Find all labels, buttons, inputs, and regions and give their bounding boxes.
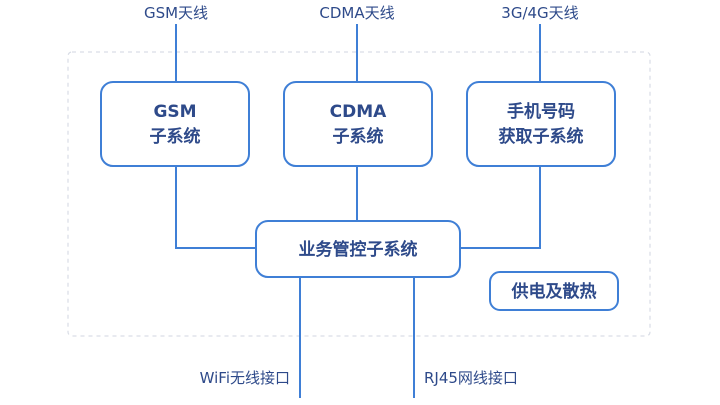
- phone-subsystem-label-line1: 手机号码: [507, 101, 575, 122]
- business-control-subsystem-box: 业务管控子系统: [255, 220, 461, 278]
- phone-to-control-connector: [460, 166, 541, 249]
- gsm-subsystem-box: GSM 子系统: [100, 81, 250, 167]
- power-cooling-label: 供电及散热: [511, 281, 597, 302]
- cdma-subsystem-box: CDMA 子系统: [283, 81, 433, 167]
- wifi-interface-label: WiFi无线接口: [200, 369, 290, 387]
- cdma-subsystem-label-line2: 子系统: [333, 126, 384, 147]
- gsm-subsystem-label-line1: GSM: [153, 102, 196, 122]
- gsm-antenna-label: GSM天线: [144, 4, 208, 22]
- g34-antenna-label: 3G/4G天线: [501, 4, 578, 22]
- power-cooling-box: 供电及散热: [489, 271, 619, 311]
- cdma-antenna-label: CDMA天线: [319, 4, 394, 22]
- rj45-interface-label: RJ45网线接口: [424, 369, 518, 387]
- gsm-to-control-connector: [175, 166, 256, 249]
- phone-number-subsystem-box: 手机号码 获取子系统: [466, 81, 616, 167]
- cdma-subsystem-label-line1: CDMA: [330, 102, 388, 122]
- control-subsystem-label: 业务管控子系统: [299, 239, 418, 260]
- phone-subsystem-label-line2: 获取子系统: [499, 126, 584, 147]
- gsm-subsystem-label-line2: 子系统: [150, 126, 201, 147]
